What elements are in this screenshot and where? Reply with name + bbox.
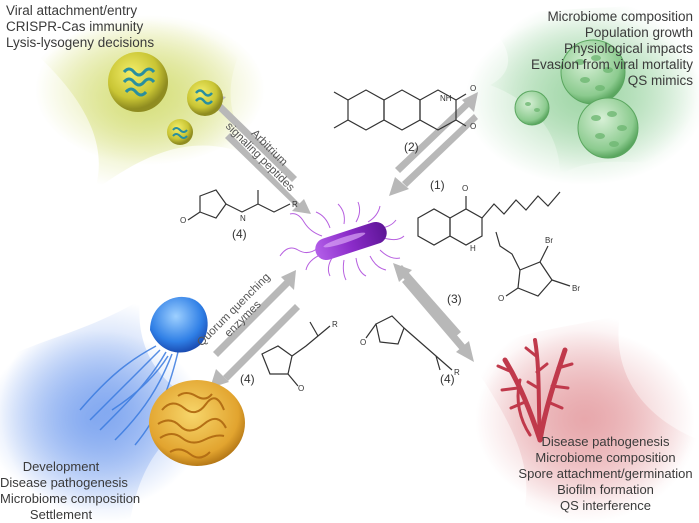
bottom-right-line-1: Disease pathogenesis <box>541 434 670 449</box>
top-left-line-1: Viral attachment/entry <box>6 3 138 18</box>
atom-ahl-bl-r: R <box>332 320 338 329</box>
algae-small <box>514 90 550 126</box>
jellyfish-bell <box>150 296 208 353</box>
arrow-from-jelly-head <box>281 270 296 290</box>
bacterium-body <box>315 221 387 261</box>
top-left-functions: Viral attachment/entry CRISPR-Cas immuni… <box>6 3 154 51</box>
structure-furanone <box>495 231 571 297</box>
bottom-right-line-5: QS interference <box>559 498 652 513</box>
arrow-from-algae <box>402 114 478 187</box>
bottom-right-glow-core <box>475 330 695 510</box>
arrow-to-phage <box>203 90 297 182</box>
atom-quinolone-o: O <box>462 184 469 193</box>
top-right-line-2: Population growth <box>584 25 693 40</box>
compound-3-label: (3) <box>447 292 462 306</box>
structure-ahl-bottom-right <box>365 315 453 371</box>
compound-4-bottom-right-label: (4) <box>440 372 455 386</box>
compound-2-label: (2) <box>404 140 419 154</box>
arrow-to-algae-head <box>462 92 478 112</box>
phage-medium-dna <box>195 89 213 105</box>
phage-medium <box>187 80 223 116</box>
top-right-line-5: QS mimics <box>627 73 693 88</box>
bottom-left-line-4: Settlement <box>29 507 93 522</box>
coral-ridges <box>157 392 227 459</box>
compound-4-bottom-left-label: (4) <box>240 372 255 386</box>
atom-ahl-bl-o: O <box>298 384 305 393</box>
arrow-to-jelly <box>223 304 300 381</box>
top-right-line-3: Physiological impacts <box>563 41 693 56</box>
atom-ahl-tl-n: N <box>240 214 246 223</box>
arrow-from-phage <box>225 133 300 208</box>
atom-furanone-br-1: Br <box>545 236 553 245</box>
atom-ahl-br-r: R <box>454 368 460 377</box>
atom-flavin-o-bottom: O <box>470 122 477 131</box>
compound-1-label: (1) <box>430 178 445 192</box>
atom-flavin-o-top: O <box>470 84 477 93</box>
bacterium-highlight <box>323 232 366 248</box>
arrow-to-seaweed-head <box>456 341 474 362</box>
atom-furanone-br-2: Br <box>572 284 580 293</box>
coral-body <box>149 380 245 466</box>
arrow-from-phage-head <box>292 199 311 214</box>
atom-ahl-tl-r: R <box>292 200 298 209</box>
arrow-from-seaweed-head <box>393 263 412 282</box>
brain-coral <box>149 380 245 466</box>
structure-ahl-top-left <box>187 189 291 221</box>
atom-quinolone-h: H <box>470 244 476 253</box>
red-seaweed <box>496 338 574 443</box>
phage-small <box>167 119 193 145</box>
algae-cells <box>525 55 627 147</box>
atom-ahl-tl-o: O <box>180 216 187 225</box>
compound-4-top-left-label: (4) <box>232 227 247 241</box>
arrow-from-jelly <box>213 280 290 357</box>
phage-large <box>108 52 168 112</box>
algae-large-bottom <box>577 97 639 159</box>
atom-flavin-nh: NH <box>440 94 452 103</box>
structure-ahl-bottom-left <box>261 321 331 387</box>
top-right-line-4: Evasion from viral mortality <box>530 57 693 72</box>
atom-furanone-o: O <box>498 294 505 303</box>
arrow-from-algae-head <box>389 177 409 196</box>
structure-quinolone <box>417 191 561 246</box>
arrow-to-seaweed <box>402 277 466 350</box>
bottom-right-line-2: Microbiome composition <box>535 450 676 465</box>
atom-ahl-br-o: O <box>360 338 367 347</box>
bottom-right-line-4: Biofilm formation <box>557 482 654 497</box>
phage-group <box>108 52 223 145</box>
phage-large-dna <box>122 67 156 97</box>
bacterium-flagella <box>279 201 405 281</box>
top-left-line-2: CRISPR-Cas immunity <box>6 19 144 34</box>
jellyfish <box>79 296 208 446</box>
arrow-to-algae <box>395 100 471 173</box>
bottom-left-functions: Development Disease pathogenesis Microbi… <box>0 459 141 523</box>
phage-small-dna <box>172 127 188 139</box>
top-right-line-1: Microbiome composition <box>547 9 693 24</box>
bottom-left-line-3: Microbiome composition <box>0 491 141 506</box>
algae-group <box>514 39 639 159</box>
bottom-left-line-2: Disease pathogenesis <box>0 475 128 490</box>
bottom-left-line-1: Development <box>22 459 100 474</box>
jellyfish-tentacles <box>79 345 179 446</box>
top-right-functions: Microbiome composition Population growth… <box>531 9 693 89</box>
structure-flavin <box>333 89 467 131</box>
arrow-from-seaweed <box>396 265 461 337</box>
bottom-right-functions: Disease pathogenesis Microbiome composit… <box>512 434 699 514</box>
bottom-right-line-3: Spore attachment/germination <box>518 466 693 481</box>
top-left-line-3: Lysis-lysogeny decisions <box>6 35 155 50</box>
bacterium <box>279 201 405 281</box>
